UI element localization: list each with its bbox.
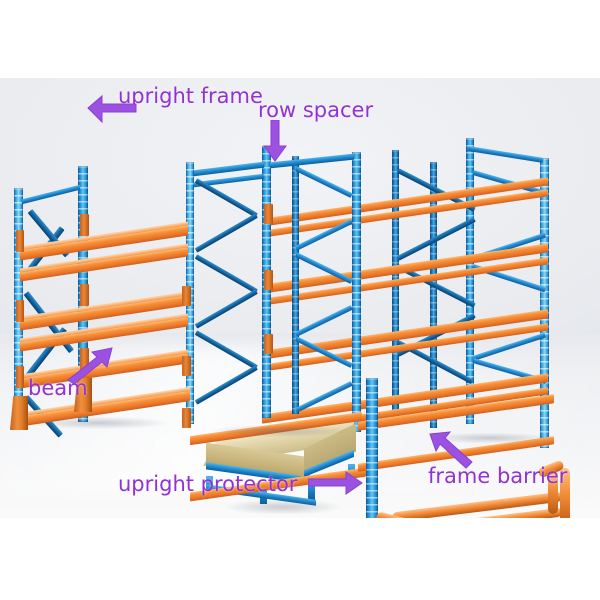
annotation-frame-barrier: frame barrier [428,464,568,488]
frame-tie [22,184,80,205]
upright-protector [74,378,92,412]
barrier-post [560,468,570,518]
arrow-frame-barrier [429,431,473,469]
rack-shadow [0,414,200,432]
arrow-beam [67,347,113,384]
beam-connector [80,284,89,306]
upright-post [540,158,549,448]
racking-diagram-photo: upright frame row spacer beam upright pr… [0,78,600,518]
barrier-return-bend [548,470,558,514]
frame-brace [294,305,353,337]
frame-brace [194,289,258,329]
beam-connector [80,214,89,236]
arrow-upright-frame [87,94,137,124]
frame-brace [194,254,258,294]
upright-post [352,152,361,432]
arrow-row-spacer [263,120,287,162]
pallet-shadow [198,496,368,518]
beam-connector [80,348,89,370]
beam-connector [182,356,191,376]
beam-connector [264,204,273,224]
beam-connector [182,408,191,428]
beam-connector [16,230,24,252]
beam-connector [16,300,24,322]
frame-brace [467,146,544,163]
upright-post [430,162,437,428]
rack-shadow [400,430,580,446]
beam-connector [264,334,273,354]
annotation-upright-frame: upright frame [118,84,263,108]
frame-brace [194,213,258,253]
annotation-row-spacer: row spacer [258,98,374,122]
beam-connector [182,286,191,306]
upright-post [366,378,378,518]
beam-connector [16,366,24,388]
upright-protector [10,396,28,430]
frame-brace [194,178,258,218]
rack-shadow [180,422,380,440]
arrow-upright-protector [308,471,363,495]
frame-brace [294,166,353,198]
upright-post [466,138,474,424]
annotation-upright-protector: upright protector [118,472,298,496]
beam-connector [264,270,273,290]
upright-post [292,156,299,414]
pallet-leg [308,478,315,500]
